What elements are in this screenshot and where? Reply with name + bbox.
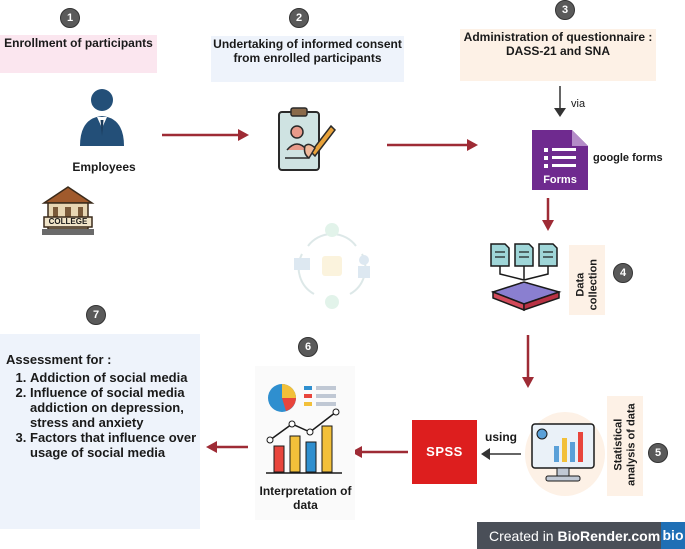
arrow-4-to-5: [522, 335, 534, 388]
step-3-label: Administration of questionnaire : DASS-2…: [460, 29, 656, 81]
step-7-badge: 7: [86, 305, 106, 325]
forms-icon-label: Forms: [543, 174, 577, 186]
google-forms-icon: [532, 130, 588, 190]
college-icon: [41, 186, 95, 235]
arrow-3-via: [554, 86, 566, 117]
step-4-label: Data collection: [574, 258, 599, 311]
biorender-footer[interactable]: Created in BioRender.com bio: [477, 522, 685, 549]
footer-brand: BioRender.com: [557, 528, 661, 544]
step-1-label: Enrollment of participants: [0, 35, 157, 73]
step-4-label-box: [569, 245, 605, 315]
employees-label: Employees: [72, 160, 136, 174]
step-5-badge: 5: [648, 443, 668, 463]
using-label: using: [485, 430, 517, 444]
assessment-item: Factors that influence over usage of soc…: [30, 430, 198, 460]
consent-form-icon: [278, 107, 336, 171]
step-5-label: Statistical analysis of data: [612, 403, 637, 486]
cycle-icon: [294, 223, 370, 309]
assessment-list: Addiction of social media Influence of s…: [6, 370, 198, 460]
via-label: via: [571, 98, 586, 110]
biorender-logo-icon: bio: [661, 522, 685, 549]
step-2-label: Undertaking of informed consent from enr…: [211, 36, 404, 82]
employee-icon: [80, 89, 124, 146]
arrow-1-to-2: [162, 129, 249, 141]
arrow-2-to-3: [387, 139, 478, 151]
step-4-badge: 4: [613, 263, 633, 283]
google-forms-label: google forms: [593, 152, 663, 164]
step-7-assessment-box: Assessment for : Addiction of social med…: [0, 334, 200, 529]
arrow-5-to-spss: [481, 448, 521, 460]
step-7-label: Assessment for :: [6, 352, 112, 367]
spss-icon: SPSS: [412, 420, 477, 484]
interpretation-chart-icon: [266, 384, 342, 474]
analysis-monitor-icon: [525, 412, 605, 496]
footer-text: Created in BioRender.com: [489, 528, 660, 544]
college-sign-label: COLLEGE: [48, 217, 88, 226]
step-1-badge: 1: [60, 8, 80, 28]
step-6-badge: 6: [298, 337, 318, 357]
arrow-6-to-7: [206, 441, 248, 453]
footer-prefix: Created in: [489, 528, 558, 544]
arrow-spss-to-6: [351, 446, 408, 458]
assessment-item: Addiction of social media: [30, 370, 198, 385]
data-collection-icon: [490, 243, 562, 312]
arrow-3-to-4: [542, 198, 554, 231]
assessment-item: Influence of social media addiction on d…: [30, 385, 198, 430]
step-6-label: Interpretation of data: [259, 484, 352, 512]
step-5-label-box: [607, 396, 643, 496]
step-3-badge: 3: [555, 0, 575, 20]
step-2-badge: 2: [289, 8, 309, 28]
